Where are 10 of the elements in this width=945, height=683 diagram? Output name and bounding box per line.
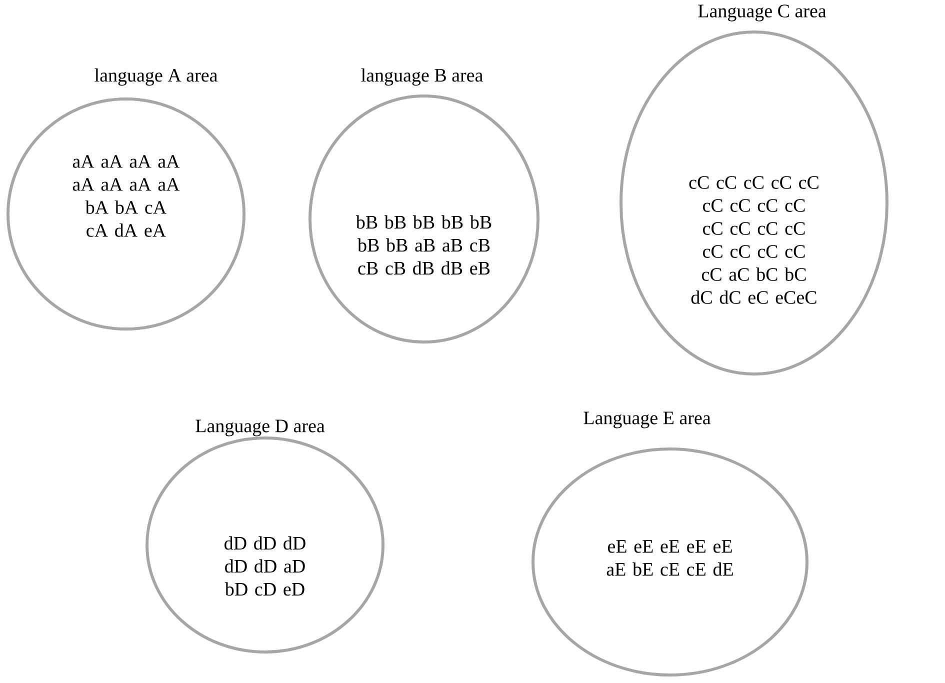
area-title: Language C area <box>698 4 826 22</box>
word-list: bB bB bB bB bB bB bB aB aB cB cB cB dB dB eB <box>356 215 492 275</box>
word-list: eE eE eE eE eE aE bE cE cE dE <box>606 540 733 576</box>
area-title: Language D area <box>196 420 325 436</box>
area-title: Language E area <box>584 412 711 428</box>
word-list: dD dD dD dD dD aD bD cD eD <box>224 536 306 596</box>
word-list: cC cC cC cC cC cC cC cC cC cC cC cC cC cC cC cC cC cC aC bC bC dC dC eC eCeC <box>689 176 818 304</box>
word-list: aA aA aA aA aA aA aA aA bA bA cA cA dA eA <box>72 155 180 237</box>
area-title: language A area <box>94 68 218 86</box>
area-title: language B area <box>361 68 483 86</box>
